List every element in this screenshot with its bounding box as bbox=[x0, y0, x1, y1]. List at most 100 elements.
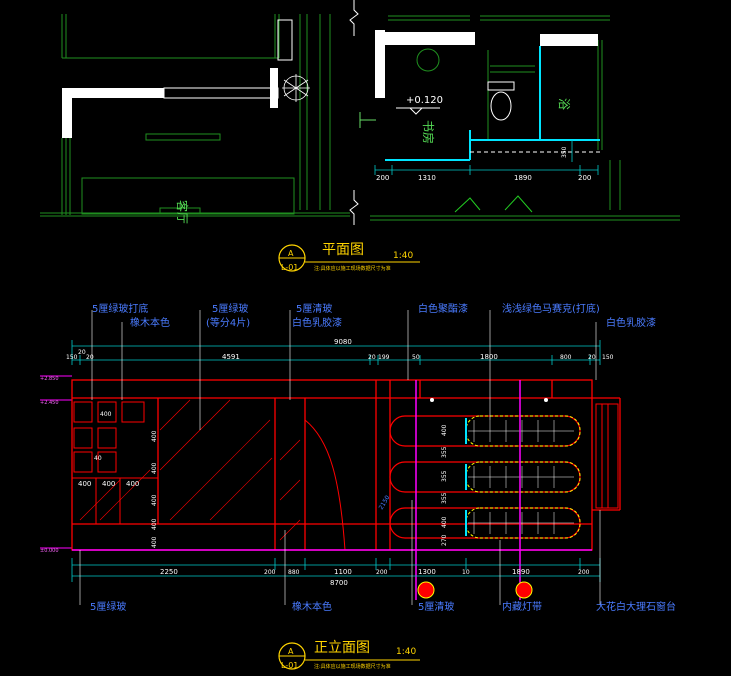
label-clear-glass-top: 5厘清玻 bbox=[296, 302, 332, 315]
plan-note: 注:具体应以施工现场数据尺寸为准 bbox=[314, 265, 391, 272]
plan-walls bbox=[62, 30, 598, 138]
axis-bubbles bbox=[417, 581, 533, 599]
dim-top-8: 800 bbox=[560, 354, 572, 361]
plant-icon bbox=[282, 74, 310, 102]
cabinet-dim-2: 400 bbox=[126, 480, 139, 488]
label-hidden-led: 内藏灯带 bbox=[502, 600, 542, 613]
dim-top-9: 20 bbox=[588, 354, 596, 361]
dim-top-6: 50 bbox=[412, 354, 420, 361]
toilet-icon bbox=[487, 81, 515, 121]
dim-bottom-6: 10 bbox=[462, 569, 470, 576]
label-white-latex-right: 白色乳胶漆 bbox=[606, 316, 656, 329]
label-green-glass-base: 5厘绿玻打底 bbox=[92, 302, 148, 315]
dim-bottom-8: 200 bbox=[578, 569, 590, 576]
label-white-polyester: 白色聚酯漆 bbox=[418, 302, 468, 315]
dim-bottom-0: 2250 bbox=[160, 568, 178, 576]
dim-top-0: 150 bbox=[66, 354, 78, 361]
plan-dim-vertical: 350 bbox=[561, 146, 568, 158]
label-equal-four: (等分4片) bbox=[206, 316, 250, 329]
elevation-outline bbox=[71, 379, 621, 551]
vdim-right-2: 355 bbox=[441, 470, 448, 482]
plan-dimension-line bbox=[374, 140, 599, 175]
label-oak-natural-top: 橡木本色 bbox=[130, 316, 170, 329]
door-arrow-icon bbox=[359, 112, 376, 128]
level-mark-1: +2.850 bbox=[40, 376, 59, 382]
cabinet-grid bbox=[72, 401, 158, 524]
plan-dim-2: 1310 bbox=[418, 174, 436, 182]
plan-tag-number: L-01 bbox=[281, 263, 298, 272]
plan-wall-outlines bbox=[163, 19, 293, 99]
label-green-glass-bottom: 5厘绿玻 bbox=[90, 600, 126, 613]
level-mark-3: ±0.000 bbox=[40, 548, 59, 554]
vdim-right-1: 355 bbox=[441, 446, 448, 458]
elev-top-dim-lines bbox=[71, 340, 601, 365]
level-lines bbox=[40, 375, 72, 549]
curved-wall bbox=[304, 419, 346, 551]
dim-bottom-7: 1890 bbox=[512, 568, 530, 576]
label-marble-sill: 大花白大理石窗台 bbox=[596, 600, 676, 613]
level-mark-2: +2.450 bbox=[40, 400, 59, 406]
elevation-tag-number: L-01 bbox=[281, 661, 298, 670]
vdim-right-4: 400 bbox=[441, 516, 448, 528]
light-fixtures bbox=[430, 398, 548, 402]
vdim-left-2: 400 bbox=[151, 494, 158, 506]
shower-icon: 浴 bbox=[557, 98, 571, 110]
label-oak-natural-bottom: 橡木本色 bbox=[292, 600, 332, 613]
label-mosaic: 浅浅绿色马赛克(打底) bbox=[502, 302, 600, 315]
elevation-view bbox=[40, 310, 621, 605]
dim-top-10: 150 bbox=[602, 354, 614, 361]
break-lines bbox=[349, 0, 359, 225]
cabinet-dim-0: 400 bbox=[78, 480, 91, 488]
plan-title-block bbox=[278, 244, 420, 272]
axis-lines bbox=[72, 380, 592, 600]
elevation-scale: 1:40 bbox=[396, 647, 416, 657]
dim-bottom-4: 200 bbox=[376, 569, 388, 576]
elevation-tag-letter: A bbox=[288, 647, 294, 656]
label-white-latex-left: 白色乳胶漆 bbox=[292, 316, 342, 329]
dim-bottom-2: 880 bbox=[288, 569, 300, 576]
dim-bottom-3: 1100 bbox=[334, 568, 352, 576]
dim-bottom-1: 200 bbox=[264, 569, 276, 576]
plan-dim-4: 200 bbox=[578, 174, 591, 182]
elevation-mark: +0.120 bbox=[406, 95, 443, 106]
dim-top-1: 20 bbox=[78, 349, 86, 356]
chair-icon bbox=[454, 195, 533, 213]
dim-total-bottom: 8700 bbox=[330, 579, 348, 587]
elevation-note: 注:具体应以施工现场数据尺寸为准 bbox=[314, 663, 391, 670]
room-living-label: 客厅 bbox=[175, 200, 190, 224]
cabinet-dim-3: 400 bbox=[100, 411, 112, 418]
vdim-left-1: 400 bbox=[151, 462, 158, 474]
dim-total-top: 9080 bbox=[334, 338, 352, 346]
label-clear-glass-bottom: 5厘清玻 bbox=[418, 600, 454, 613]
room-study-label: 书房 bbox=[421, 120, 436, 144]
plan-scale: 1:40 bbox=[393, 251, 413, 261]
dim-top-5: 199 bbox=[378, 354, 390, 361]
label-green-glass: 5厘绿玻 bbox=[212, 302, 248, 315]
dim-top-2: 20 bbox=[86, 354, 94, 361]
elevation-title-block bbox=[278, 642, 420, 670]
vdim-left-0: 400 bbox=[151, 430, 158, 442]
vdim-left-3: 400 bbox=[151, 518, 158, 530]
vdim-right-0: 400 bbox=[441, 424, 448, 436]
plan-dim-3: 1890 bbox=[514, 174, 532, 182]
plan-view bbox=[40, 0, 680, 225]
glass-partition bbox=[385, 46, 600, 161]
cabinet-dim-4: 40 bbox=[94, 455, 102, 462]
plan-green-lines bbox=[40, 14, 680, 221]
window-sill bbox=[595, 403, 619, 509]
plan-title: 平面图 bbox=[322, 242, 364, 258]
leader-lines bbox=[79, 310, 601, 605]
vdim-right-5: 270 bbox=[441, 534, 448, 546]
glass-hatch bbox=[79, 399, 301, 541]
elevation-title: 正立面图 bbox=[314, 640, 370, 656]
plan-tag-letter: A bbox=[288, 249, 294, 258]
dim-top-4: 20 bbox=[368, 354, 376, 361]
vdim-right-3: 355 bbox=[441, 492, 448, 504]
dim-top-7: 1800 bbox=[480, 353, 498, 361]
dim-bottom-5: 1300 bbox=[418, 568, 436, 576]
plan-dim-1: 200 bbox=[376, 174, 389, 182]
dim-top-3: 4591 bbox=[222, 353, 240, 361]
cabinet-dim-1: 400 bbox=[102, 480, 115, 488]
vdim-left-4: 400 bbox=[151, 536, 158, 548]
